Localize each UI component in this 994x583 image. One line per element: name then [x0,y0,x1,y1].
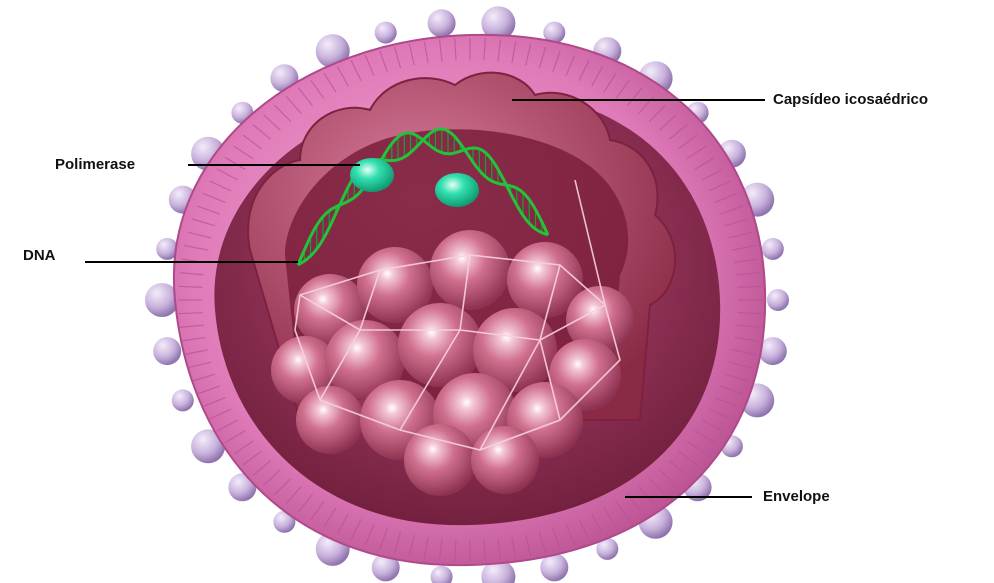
polymerase-blob-2 [435,173,479,207]
capsomer [296,386,364,454]
dna-label: DNA [23,247,56,265]
spike [767,289,789,311]
capsomer [471,426,539,494]
spike [428,9,456,37]
envelope-label: Envelope [763,488,830,506]
polymerase-blob-1 [350,158,394,192]
capsid-label: Capsídeo icosaédrico [773,91,928,109]
spike [375,22,397,44]
spike [762,238,784,260]
polymerase-label: Polimerase [55,156,135,174]
spike [172,389,194,411]
spike [431,566,453,583]
capsomer [430,230,510,310]
spike [153,337,181,365]
capsomer [404,424,476,496]
